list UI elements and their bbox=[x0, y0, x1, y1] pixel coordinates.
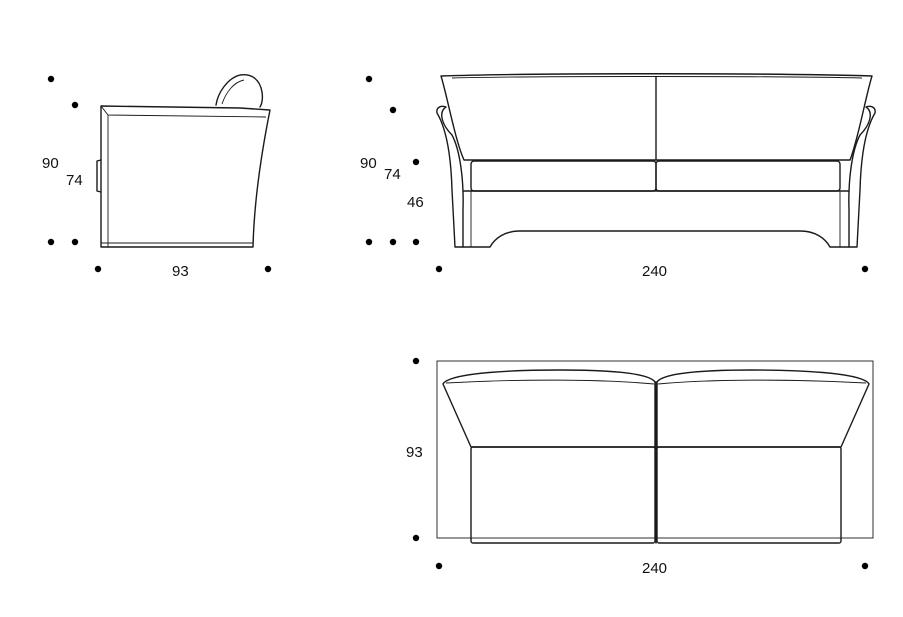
top-view-sofa-outline bbox=[436, 360, 874, 544]
front-view-dimension-dots bbox=[365, 75, 869, 273]
top-view-dimension-dots bbox=[412, 357, 869, 570]
front-width-label: 240 bbox=[642, 263, 667, 280]
top-view: 93 240 bbox=[406, 357, 874, 577]
top-depth-label: 93 bbox=[406, 444, 423, 461]
top-width-label: 240 bbox=[642, 560, 667, 577]
front-view-sofa-outline bbox=[436, 73, 876, 248]
side-depth-label: 93 bbox=[172, 263, 189, 280]
front-view: 90 74 46 240 bbox=[360, 73, 876, 280]
side-view-sofa-outline bbox=[96, 73, 271, 248]
side-height-arm-label: 74 bbox=[66, 172, 83, 189]
front-height-seat-label: 46 bbox=[407, 194, 424, 211]
side-view-dimension-dots bbox=[47, 75, 272, 273]
side-height-total-label: 90 bbox=[42, 155, 59, 172]
front-height-total-label: 90 bbox=[360, 155, 377, 172]
front-height-arm-label: 74 bbox=[384, 166, 401, 183]
side-view: 90 74 93 bbox=[42, 73, 272, 280]
